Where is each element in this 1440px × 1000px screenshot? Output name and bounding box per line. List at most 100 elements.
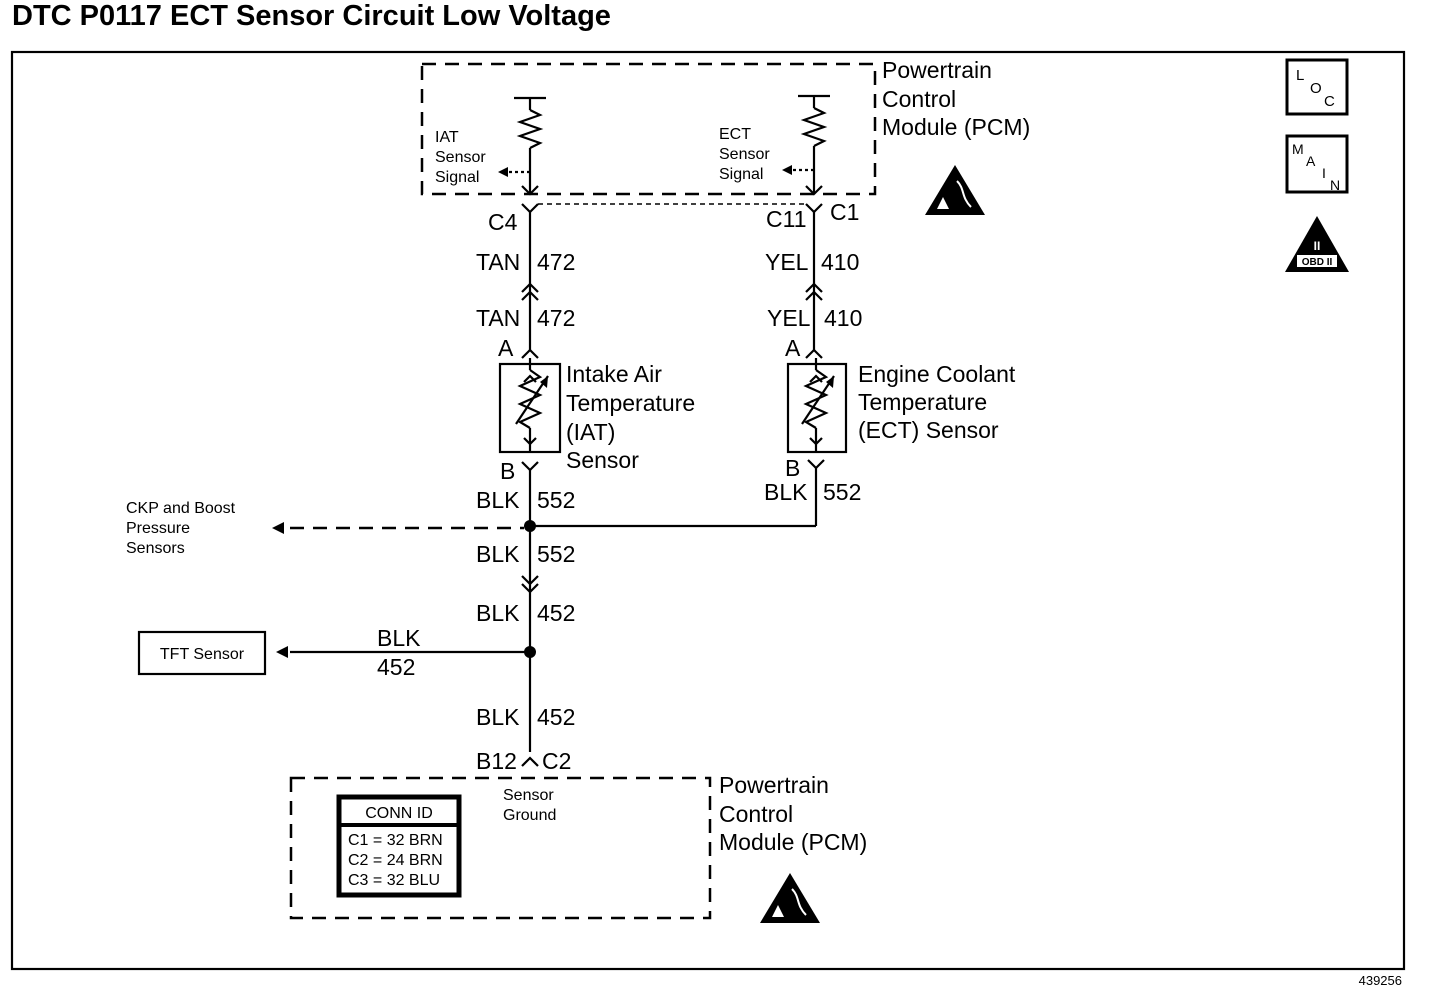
svg-text:Sensor: Sensor (503, 787, 554, 804)
svg-text:Sensor: Sensor (566, 447, 639, 473)
ect-ground-wire-number: 552 (823, 479, 861, 505)
svg-text:Control: Control (719, 801, 793, 827)
iat-ground-wire-color: BLK (476, 487, 520, 513)
iat-sensor-label: Intake Air Temperature (IAT) Sensor (566, 361, 695, 473)
tft-arrow-icon (276, 646, 288, 658)
connector-c1-label: C1 (830, 199, 859, 225)
iat-inline-connector-upper (521, 282, 539, 293)
ect-sensor-signal-label: ECT Sensor Signal (719, 126, 770, 183)
tft-sensor-label: TFT Sensor (160, 646, 245, 663)
esd-warning-icon (925, 165, 985, 215)
svg-text:OBD II: OBD II (1302, 257, 1333, 268)
ect-pin-b-label: B (785, 455, 800, 481)
diagram-title: DTC P0117 ECT Sensor Circuit Low Voltage (12, 0, 611, 32)
iat-inline-connector-lower (521, 290, 539, 301)
svg-text:(IAT): (IAT) (566, 419, 615, 445)
figure-number: 439256 (1359, 973, 1402, 988)
svg-text:Ground: Ground (503, 807, 556, 824)
loc-icon[interactable]: L O C (1285, 58, 1349, 116)
svg-text:Sensor: Sensor (435, 149, 486, 166)
ect-sensor-symbol (786, 358, 848, 454)
svg-text:Signal: Signal (719, 166, 763, 183)
svg-text:Engine Coolant: Engine Coolant (858, 361, 1016, 387)
sensor-ground-label: Sensor Ground (503, 787, 556, 824)
iat-lower-wire-number: 472 (537, 305, 575, 331)
iat-pullup-resistor (498, 96, 546, 196)
ect-inline-connector-upper (805, 282, 823, 293)
svg-text:N: N (1330, 177, 1340, 193)
svg-text:Temperature: Temperature (858, 389, 987, 415)
pcm-bottom-box (289, 776, 712, 920)
iat-pin-b-mark (521, 461, 539, 472)
connector-c2-label: C2 (542, 748, 571, 774)
conn-id-header: CONN ID (365, 805, 433, 822)
svg-text:ECT: ECT (719, 126, 751, 143)
conn-id-row: C2 = 24 BRN (348, 852, 443, 869)
iat-pin-a-mark (521, 348, 539, 359)
splice-down-wire-color: BLK (476, 541, 520, 567)
ect-pin-a-label: A (785, 335, 801, 361)
svg-text:Control: Control (882, 86, 956, 112)
c4-pin-mark (521, 203, 539, 214)
diagram-frame (10, 50, 1406, 971)
lower-b-wire-color: BLK (476, 704, 520, 730)
ect-pin-a-mark (805, 348, 823, 359)
svg-text:Intake Air: Intake Air (566, 361, 662, 387)
pcm-top-box (420, 62, 877, 196)
ect-sensor-label: Engine Coolant Temperature (ECT) Sensor (858, 361, 1016, 443)
b12-pin-mark (521, 756, 539, 767)
tft-sensor-box (137, 630, 267, 676)
svg-text:Pressure: Pressure (126, 520, 190, 537)
splice-down-wire-number: 552 (537, 541, 575, 567)
lower-a-wire-number: 452 (537, 600, 575, 626)
iat-pin-b-label: B (500, 458, 515, 484)
svg-text:Module (PCM): Module (PCM) (719, 829, 867, 855)
ect-ground-wire-color: BLK (764, 479, 808, 505)
conn-id-table: CONN ID C1 = 32 BRN C2 = 24 BRN C3 = 32 … (336, 794, 462, 898)
tft-wire-color: BLK (377, 625, 421, 651)
ckp-boost-label: CKP and Boost Pressure Sensors (126, 500, 236, 557)
svg-text:Signal: Signal (435, 169, 479, 186)
svg-text:I: I (1322, 165, 1326, 181)
pcm-bottom-label: Powertrain Control Module (PCM) (719, 772, 867, 855)
main-icon[interactable]: M A I N (1285, 134, 1349, 194)
svg-text:L: L (1296, 67, 1304, 84)
iat-ground-wire-number: 552 (537, 487, 575, 513)
lower-a-wire-color: BLK (476, 600, 520, 626)
svg-text:Sensor: Sensor (719, 146, 770, 163)
conn-id-row: C3 = 32 BLU (348, 872, 440, 889)
iat-upper-wire-color: TAN (476, 249, 520, 275)
ground-splice-upper (524, 520, 536, 532)
svg-text:IAT: IAT (435, 129, 459, 146)
ect-pullup-resistor (782, 94, 830, 196)
ckp-arrow-icon (272, 522, 284, 534)
ground-splice-lower (524, 646, 536, 658)
iat-pin-a-label: A (498, 335, 514, 361)
ect-upper-wire-number: 410 (821, 249, 859, 275)
svg-text:Temperature: Temperature (566, 390, 695, 416)
svg-text:C: C (1324, 93, 1335, 110)
ground-inline-connector-lower (521, 583, 539, 594)
lower-b-wire-number: 452 (537, 704, 575, 730)
tft-wire-number: 452 (377, 654, 415, 680)
conn-id-row: C1 = 32 BRN (348, 832, 443, 849)
connector-c4-label: C4 (488, 209, 518, 235)
svg-text:II: II (1314, 239, 1321, 253)
pcm-top-label: Powertrain Control Module (PCM) (882, 57, 1030, 140)
svg-text:A: A (1306, 153, 1316, 169)
ect-pin-b-mark (807, 459, 825, 470)
obd-ii-icon[interactable]: OBD II II (1285, 216, 1349, 272)
ect-upper-wire-color: YEL (765, 249, 809, 275)
ect-lower-wire-number: 410 (824, 305, 862, 331)
svg-text:O: O (1310, 80, 1322, 97)
iat-sensor-signal-label: IAT Sensor Signal (435, 129, 486, 186)
svg-text:M: M (1292, 141, 1304, 157)
svg-text:(ECT) Sensor: (ECT) Sensor (858, 417, 999, 443)
iat-upper-wire-number: 472 (537, 249, 575, 275)
ground-inline-connector-upper (521, 575, 539, 586)
svg-text:Powertrain: Powertrain (882, 57, 992, 83)
connector-c11-label: C11 (766, 206, 807, 232)
esd-warning-icon (760, 873, 820, 923)
ect-inline-connector-lower (805, 290, 823, 301)
